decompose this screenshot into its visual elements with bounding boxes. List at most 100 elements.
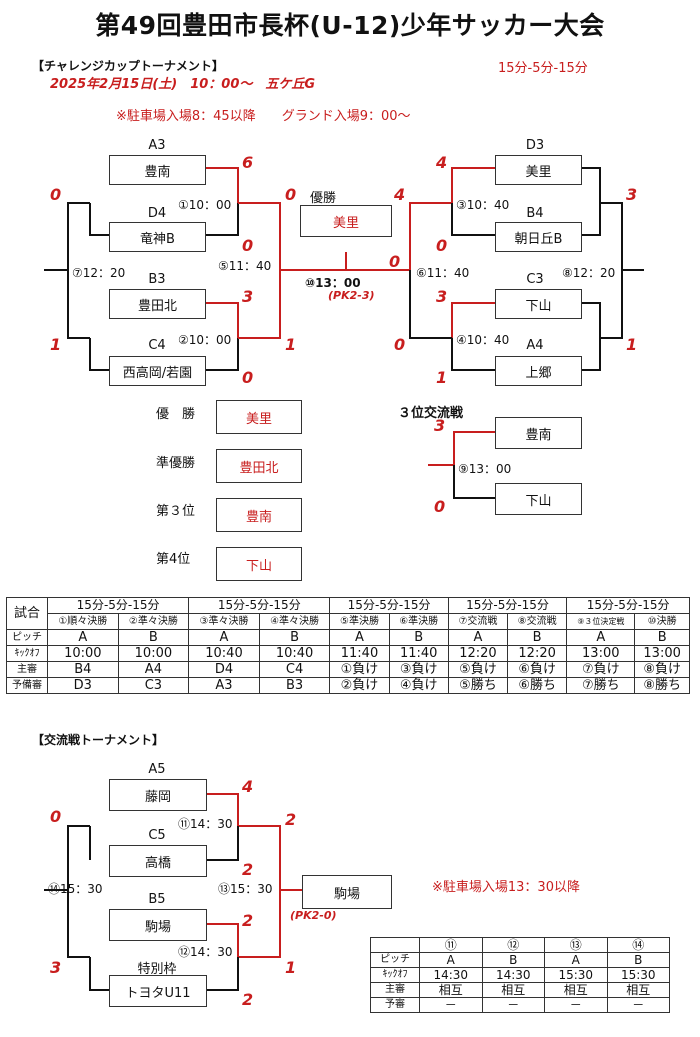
score: 4 [436,153,448,172]
cell: ⑥負け [507,661,568,678]
cell: 相互 [544,982,608,998]
result-label: 準優勝 [156,456,196,471]
cell: B [117,629,190,646]
match-time: ⑫14：30 [178,945,233,959]
cell: B [634,629,690,646]
cell: ⑧負け [634,661,690,678]
team-box: 朝日丘B [495,222,582,252]
match-cell: ③準々決勝 [188,613,260,630]
cell: － [606,997,670,1013]
match-header: ⑫ [481,937,545,953]
parking-notice: ※駐車場入場8：45以降 グランド入場9：00〜 [116,109,411,124]
row-label: 試合 [6,597,48,630]
seed-label: B3 [148,272,166,287]
table-row: 予備審 D3 C3 A3 B3 ②負け ④負け ⑤勝ち ⑥勝ち ⑦勝ち ⑧勝ち [6,677,690,694]
match-time: ②10：00 [178,333,232,347]
cell: B [507,629,568,646]
match-time: ④10：40 [456,333,510,347]
score: 2 [242,990,254,1009]
match-cell: ①順々決勝 [47,613,119,630]
cell: 10:40 [188,645,260,662]
score: 4 [394,185,406,204]
team-box: 竜神B [109,222,206,252]
exchange-schedule-table: ⑪ ⑫ ⑬ ⑭ ピッチ A B A B ｷｯｸｵﾌ 14:30 14:30 15… [370,937,670,1013]
team-box: 上郷 [495,356,582,386]
team-box: 西高岡/若園 [109,356,206,386]
row-label: 予備審 [6,677,48,694]
cell: 10:40 [258,645,331,662]
match-time: ⑬15：30 [218,882,273,896]
match-header: ⑭ [606,937,670,953]
seed-label: A4 [526,338,544,353]
row-label: 主審 [6,661,48,678]
team-box: 下山 [495,483,582,515]
score: 1 [626,335,638,354]
cell: A [566,629,636,646]
score: 3 [434,416,446,435]
cell: C3 [117,677,190,694]
score: 3 [626,185,638,204]
cell: D4 [188,661,260,678]
cell: ①負け [329,661,390,678]
seed-label: C5 [148,828,166,843]
challenge-format: 15分-5分-15分 [498,61,588,76]
team-box: 豊南 [109,155,206,185]
match-time: ⑦12：20 [72,266,126,280]
row-label: ｷｯｸｵﾌ [6,645,48,662]
match-cell: ⑥準決勝 [388,613,449,630]
match-header: ⑪ [419,937,483,953]
cell: A3 [188,677,260,694]
match-time: ⑭15：30 [48,882,103,896]
score: 1 [285,335,297,354]
table-row: 主審 B4 A4 D4 C4 ①負け ③負け ⑤負け ⑥負け ⑦負け ⑧負け [6,661,690,678]
result-team: 豊田北 [216,449,302,483]
table-row: 主審 相互 相互 相互 相互 [370,982,670,998]
cell: ⑦勝ち [566,677,636,694]
cell: A [544,952,608,968]
cell: 相互 [481,982,545,998]
cell: A4 [117,661,190,678]
cell: B [606,952,670,968]
score: 2 [285,810,297,829]
team-box: 美里 [495,155,582,185]
match-time: ⑥11：40 [416,266,470,280]
cell: 11:40 [388,645,449,662]
challenge-heading: 【チャレンジカップトーナメント】 [32,59,224,73]
final-time: ⑩13：00 [305,276,361,290]
table-row: ピッチ A B A B [370,952,670,968]
score: 2 [242,911,254,930]
row-label: ピッチ [370,952,420,968]
cell: 15:30 [606,967,670,983]
score: 0 [285,185,297,204]
match-time: ⑤11：40 [218,259,272,273]
exchange-pk: (PK2-0) [290,909,337,922]
score: 3 [436,287,448,306]
team-box: 豊南 [495,417,582,449]
cell: ⑦負け [566,661,636,678]
cell: 相互 [606,982,670,998]
cell: B [388,629,449,646]
cell: 11:40 [329,645,390,662]
match-cell: ⑨３位決定戦 [566,613,636,630]
cell: － [544,997,608,1013]
match-cell: ⑧交流戦 [507,613,568,630]
format-header: 15分-5分-15分 [46,597,190,614]
cell: A [47,629,119,646]
cell: － [419,997,483,1013]
cell: 相互 [419,982,483,998]
format-header: 15分-5分-15分 [329,597,449,614]
cell: 12:20 [447,645,509,662]
result-label: 第３位 [156,504,196,519]
seed-label: C3 [526,272,544,287]
score: 1 [285,958,297,977]
challenge-date: 2025年2月15日(土) 10：00〜 五ケ丘G [50,77,316,92]
winner-box: 駒場 [302,875,392,909]
row-label: ｷｯｸｵﾌ [370,967,420,983]
row-label: 主審 [370,982,420,998]
score: 0 [242,368,254,387]
score: 6 [242,153,254,172]
match-cell: ⑤準決勝 [329,613,390,630]
match-cell: ②準々決勝 [117,613,190,630]
final-pk: (PK2-3) [328,289,375,302]
